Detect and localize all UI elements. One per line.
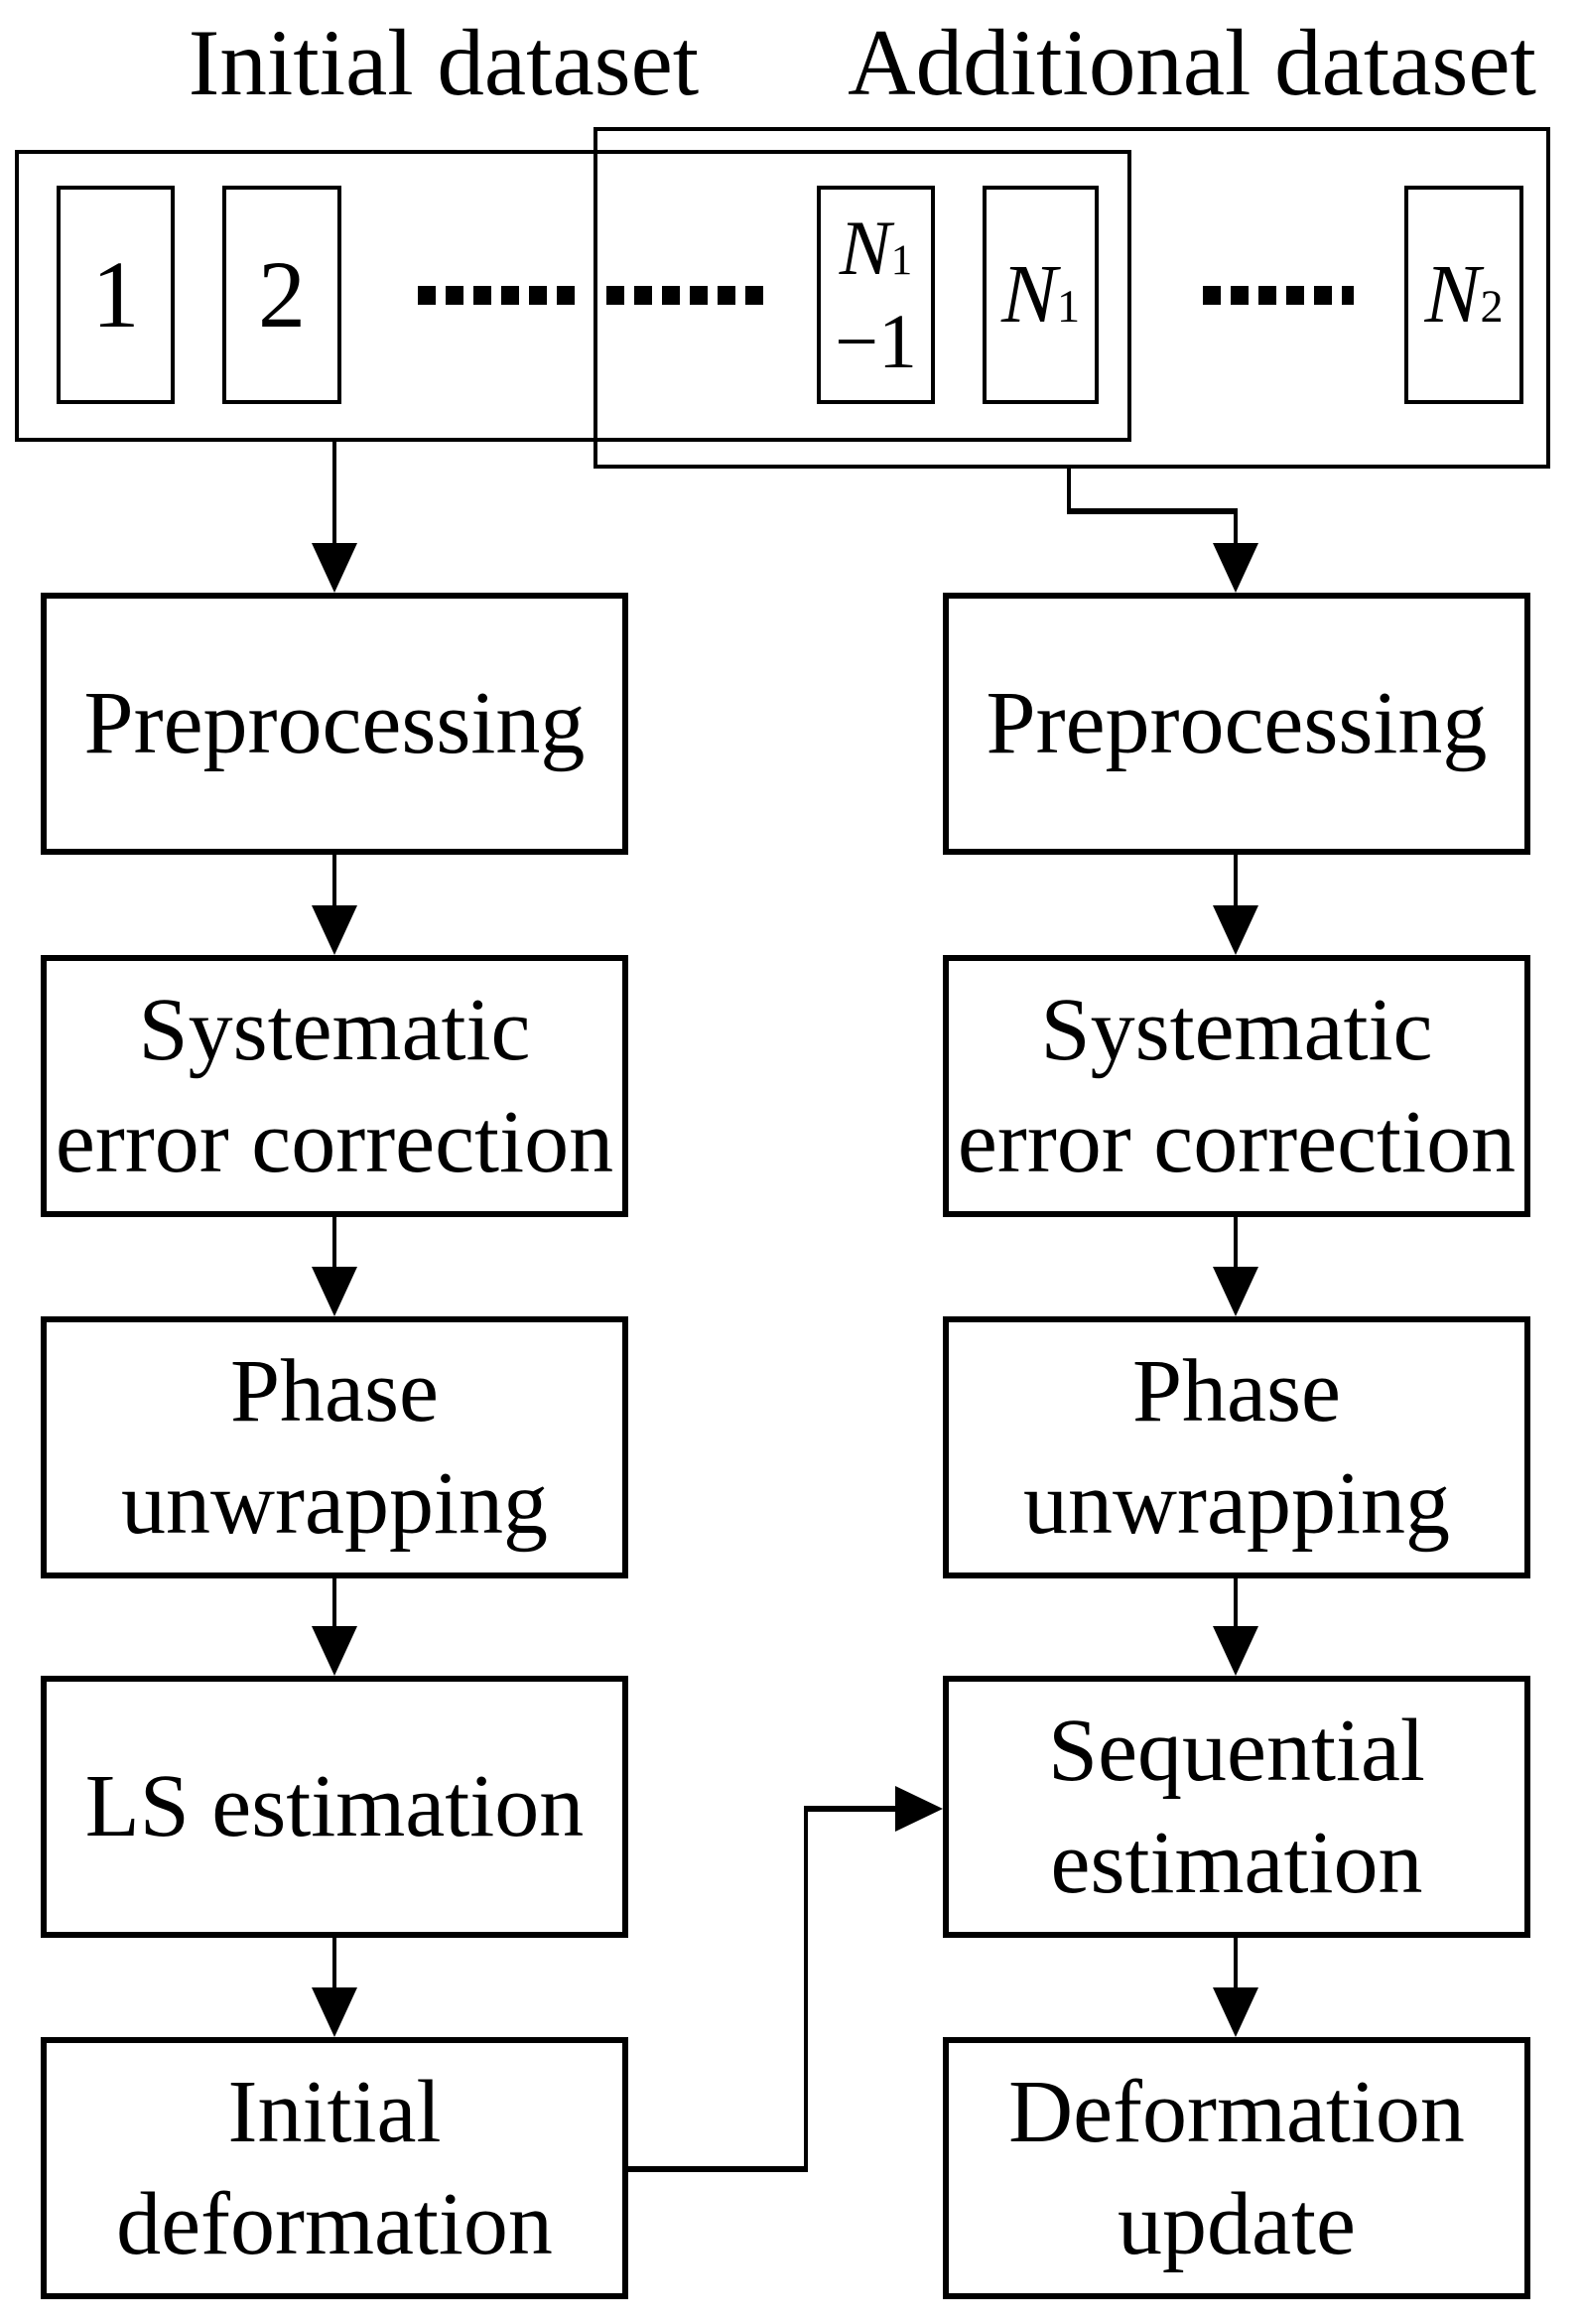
flow-box-preprocessing-right: Preprocessing [943,593,1530,855]
flow-box-label: Phase [230,1341,439,1440]
arrow-ls-to-initial-deformation [312,1938,357,2037]
dataset-box-n2: N2 [1404,186,1523,404]
arrow-phase-to-sequential-estimation [1213,1578,1258,1676]
arrow-preprocessing-to-systematic-left [312,855,357,955]
flow-box-label: Phase [1132,1341,1341,1440]
arrow-phase-to-ls-estimation [312,1578,357,1676]
flow-box-label: LS estimation [84,1757,585,1856]
initial-dataset-group-rect [15,150,1131,442]
arrow-preprocessing-to-systematic-right [1213,855,1258,955]
dataset-box-n1-minus-1: N1 −1 [817,186,935,404]
flow-box-label: estimation [1050,1814,1423,1912]
flow-box-initial-deformation: Initial deformation [41,2037,628,2299]
arrow-additional-strip-to-preprocessing-right [1067,467,1258,593]
flow-box-ls-estimation: LS estimation [41,1676,628,1938]
flow-box-phase-unwrapping-left: Phase unwrapping [41,1316,628,1578]
dataset-box-n1-label: N1 [1000,248,1081,341]
dataset-box-1: 1 [57,186,175,404]
dataset-box-n1-minus-1-label: N1 −1 [835,202,917,387]
arrow-initial-deformation-to-sequential-estimation [628,1786,943,2172]
flow-box-label: update [1118,2175,1356,2273]
flow-box-sequential-estimation: Sequential estimation [943,1676,1530,1938]
flow-box-label: Initial [227,2062,442,2161]
flow-box-label: error correction [957,1093,1516,1191]
arrow-sequential-to-deformation-update [1213,1938,1258,2037]
additional-dataset-group-rect [593,127,1550,469]
flow-box-label: Systematic [1040,980,1433,1079]
n1-minus-1-line2: −1 [835,298,917,384]
flow-box-label: Preprocessing [83,674,586,773]
flow-box-phase-unwrapping-right: Phase unwrapping [943,1316,1530,1578]
flow-box-label: error correction [55,1093,614,1191]
flow-box-label: unwrapping [1023,1454,1450,1553]
flow-box-label: Preprocessing [986,674,1488,773]
dataset-box-1-label: 1 [91,241,140,347]
ellipsis-dots-icon [1203,286,1354,305]
ellipsis-dots-icon [606,286,763,305]
ellipsis-dots-icon [418,286,575,305]
dataset-box-n1: N1 [983,186,1099,404]
arrow-initial-strip-to-preprocessing-left [312,440,357,593]
flow-box-label: Systematic [138,980,531,1079]
flow-box-label: Deformation [1008,2062,1465,2161]
n1-minus-1-line1: N1 [839,205,913,292]
flow-box-label: Sequential [1048,1701,1425,1800]
dataset-box-n2-label: N2 [1424,248,1504,341]
flow-box-label: deformation [116,2175,553,2273]
flow-box-label: unwrapping [121,1454,548,1553]
flow-box-preprocessing-left: Preprocessing [41,593,628,855]
dataset-box-2: 2 [222,186,341,404]
dataset-box-2-label: 2 [258,241,306,347]
arrow-systematic-to-phase-left [312,1217,357,1316]
arrow-systematic-to-phase-right [1213,1217,1258,1316]
initial-dataset-title: Initial dataset [188,10,700,115]
flow-box-systematic-error-correction-left: Systematic error correction [41,955,628,1217]
flow-box-deformation-update: Deformation update [943,2037,1530,2299]
flow-box-systematic-error-correction-right: Systematic error correction [943,955,1530,1217]
additional-dataset-title: Additional dataset [848,10,1536,115]
